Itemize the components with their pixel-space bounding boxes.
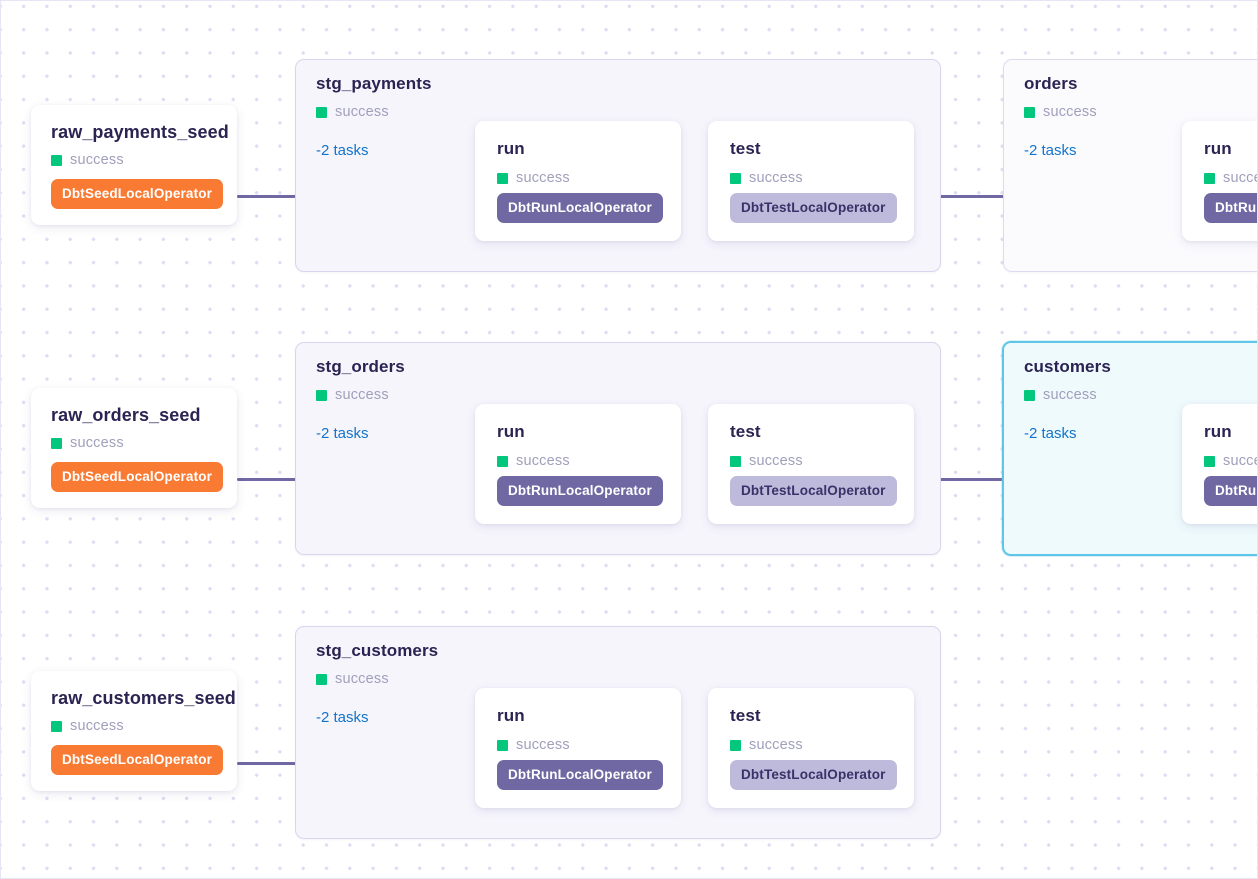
status-row: success (730, 737, 803, 753)
status-square-icon (51, 437, 62, 449)
node-raw-payments-seed[interactable]: raw_payments_seed success DbtSeedLocalOp… (31, 105, 237, 225)
status-row: success (316, 387, 389, 403)
operator-badge[interactable]: DbtSeedLocalOperator (51, 179, 224, 209)
status-square-icon (730, 455, 741, 467)
status-label: success (335, 104, 389, 120)
status-square-icon (730, 172, 741, 184)
status-row: success (730, 453, 803, 469)
operator-badge[interactable]: DbtRunLocalOperator (497, 193, 663, 223)
status-square-icon (316, 389, 327, 401)
status-square-icon (497, 172, 508, 184)
status-square-icon (1024, 106, 1035, 118)
node-title: test (730, 422, 761, 441)
node-raw-orders-seed[interactable]: raw_orders_seed success DbtSeedLocalOper… (31, 388, 237, 508)
status-label: success (70, 152, 124, 168)
status-square-icon (497, 739, 508, 751)
status-row: success (497, 453, 570, 469)
node-title: run (1204, 139, 1232, 158)
group-title: stg_payments (316, 74, 432, 93)
status-label: success (749, 737, 803, 753)
status-square-icon (730, 739, 741, 751)
node-raw-customers-seed[interactable]: raw_customers_seed success DbtSeedLocalO… (31, 671, 237, 791)
status-label: success (1223, 170, 1257, 186)
group-title: orders (1024, 74, 1078, 93)
status-square-icon (51, 720, 62, 732)
group-tasks-link[interactable]: -2 tasks (316, 709, 369, 726)
operator-badge[interactable]: DbtTestLocalOperator (730, 193, 897, 223)
status-row: success (1204, 453, 1257, 469)
status-label: success (749, 453, 803, 469)
node-stg-orders-run[interactable]: run success DbtRunLocalOperator (475, 404, 681, 524)
operator-badge[interactable]: DbtRunLocalOperator (1204, 476, 1257, 506)
status-square-icon (497, 455, 508, 467)
status-square-icon (1204, 455, 1215, 467)
status-label: success (70, 435, 124, 451)
node-title: raw_payments_seed (51, 122, 229, 142)
status-label: success (749, 170, 803, 186)
node-stg-payments-run[interactable]: run success DbtRunLocalOperator (475, 121, 681, 241)
status-row: success (497, 737, 570, 753)
operator-badge[interactable]: DbtTestLocalOperator (730, 476, 897, 506)
status-label: success (335, 671, 389, 687)
node-customers-run[interactable]: run success DbtRunLocalOperator (1182, 404, 1257, 524)
status-label: success (1223, 453, 1257, 469)
node-title: run (497, 139, 525, 158)
node-stg-customers-run[interactable]: run success DbtRunLocalOperator (475, 688, 681, 808)
node-title: test (730, 706, 761, 725)
status-label: success (516, 170, 570, 186)
group-tasks-link[interactable]: -2 tasks (316, 142, 369, 159)
operator-badge[interactable]: DbtRunLocalOperator (497, 760, 663, 790)
node-orders-run[interactable]: run success DbtRunLocalOperator (1182, 121, 1257, 241)
group-title: stg_orders (316, 357, 405, 376)
node-title: raw_orders_seed (51, 405, 201, 425)
status-row: success (1204, 170, 1257, 186)
node-stg-orders-test[interactable]: test success DbtTestLocalOperator (708, 404, 914, 524)
group-tasks-link[interactable]: -2 tasks (316, 425, 369, 442)
status-square-icon (51, 154, 62, 166)
status-row: success (1024, 104, 1097, 120)
status-row: success (1024, 387, 1097, 403)
node-title: run (497, 706, 525, 725)
status-label: success (335, 387, 389, 403)
group-title: stg_customers (316, 641, 439, 660)
status-row: success (497, 170, 570, 186)
status-label: success (516, 737, 570, 753)
operator-badge[interactable]: DbtTestLocalOperator (730, 760, 897, 790)
operator-badge[interactable]: DbtSeedLocalOperator (51, 745, 224, 775)
group-title: customers (1024, 357, 1111, 376)
status-label: success (516, 453, 570, 469)
status-square-icon (316, 106, 327, 118)
group-tasks-link[interactable]: -2 tasks (1024, 425, 1077, 442)
status-label: success (1043, 104, 1097, 120)
status-label: success (1043, 387, 1097, 403)
node-stg-customers-test[interactable]: test success DbtTestLocalOperator (708, 688, 914, 808)
status-square-icon (1024, 389, 1035, 401)
status-square-icon (316, 673, 327, 685)
node-title: run (497, 422, 525, 441)
status-row: success (316, 671, 389, 687)
node-stg-payments-test[interactable]: test success DbtTestLocalOperator (708, 121, 914, 241)
status-square-icon (1204, 172, 1215, 184)
status-row: success (51, 435, 124, 451)
node-title: raw_customers_seed (51, 688, 236, 708)
node-title: run (1204, 422, 1232, 441)
node-title: test (730, 139, 761, 158)
operator-badge[interactable]: DbtSeedLocalOperator (51, 462, 224, 492)
operator-badge[interactable]: DbtRunLocalOperator (1204, 193, 1257, 223)
status-label: success (70, 718, 124, 734)
operator-badge[interactable]: DbtRunLocalOperator (497, 476, 663, 506)
group-tasks-link[interactable]: -2 tasks (1024, 142, 1077, 159)
status-row: success (51, 718, 124, 734)
status-row: success (316, 104, 389, 120)
status-row: success (730, 170, 803, 186)
status-row: success (51, 152, 124, 168)
